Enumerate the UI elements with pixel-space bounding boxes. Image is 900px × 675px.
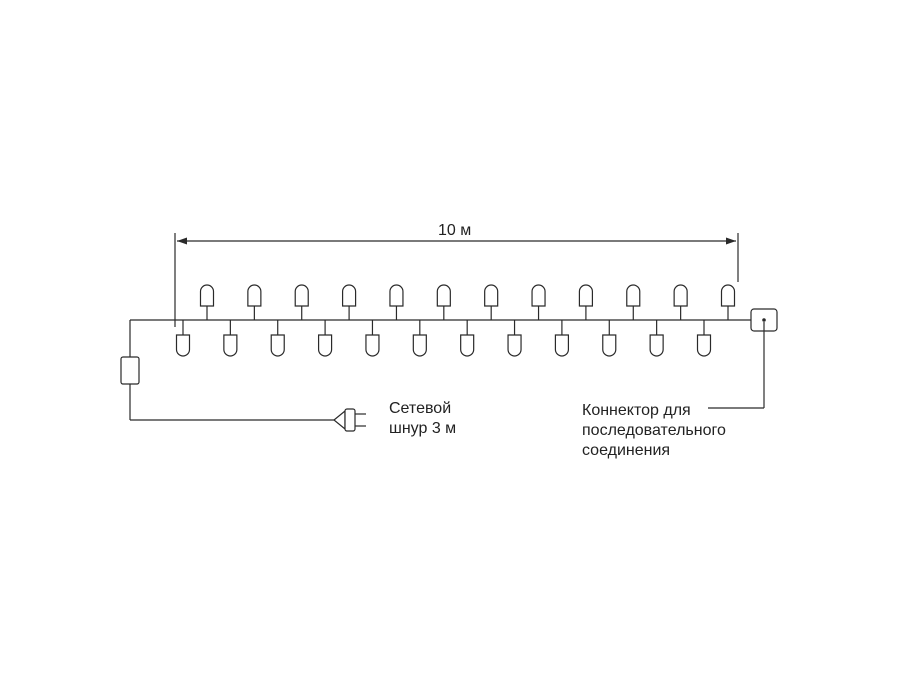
bulb-upper [247, 284, 262, 320]
bulb-lower [507, 320, 522, 357]
bulb-lower [696, 320, 712, 357]
bulb-upper [484, 284, 499, 320]
power-cord [120, 320, 334, 421]
bulb-upper [199, 284, 215, 320]
dimension-label: 10 м [438, 222, 472, 239]
connector-label-line-3: соединения [582, 442, 671, 459]
connector-box [708, 308, 778, 409]
connector-label-line-1: Коннектор для [582, 402, 691, 419]
bulb-upper [720, 284, 736, 320]
bulb-lower [412, 320, 427, 357]
bulb-lower [175, 320, 191, 357]
dimension-arrow-right [726, 237, 736, 245]
bulbs-upper-row [199, 284, 736, 320]
connector-label: Коннектор для последовательного соединен… [582, 401, 726, 461]
bulb-upper [389, 284, 404, 320]
bulb-lower [602, 320, 617, 357]
power-cord-label-line-1: Сетевой [389, 400, 452, 417]
bulb-lower [270, 320, 285, 357]
bulb-lower [649, 320, 664, 357]
bulb-lower [460, 320, 475, 357]
dimension-line [174, 233, 739, 327]
dimension-arrow-left [177, 237, 187, 245]
bulb-upper [294, 284, 309, 320]
connector-label-line-2: последовательного [582, 422, 726, 439]
bulb-upper [436, 284, 451, 320]
bulb-upper [578, 284, 594, 320]
power-plug-icon [333, 408, 366, 432]
power-cord-label: Сетевой шнур 3 м [389, 399, 456, 439]
bulb-lower [365, 320, 380, 357]
bulb-upper [341, 284, 357, 320]
bulb-lower [223, 320, 238, 357]
bulb-upper [673, 284, 688, 320]
power-cord-label-line-2: шнур 3 м [389, 420, 457, 437]
bulbs-lower-row [175, 320, 712, 357]
bulb-lower [554, 320, 570, 357]
bulb-upper [531, 284, 546, 320]
controller-box [120, 356, 140, 385]
bulb-upper [626, 284, 641, 320]
bulb-lower [317, 320, 333, 357]
